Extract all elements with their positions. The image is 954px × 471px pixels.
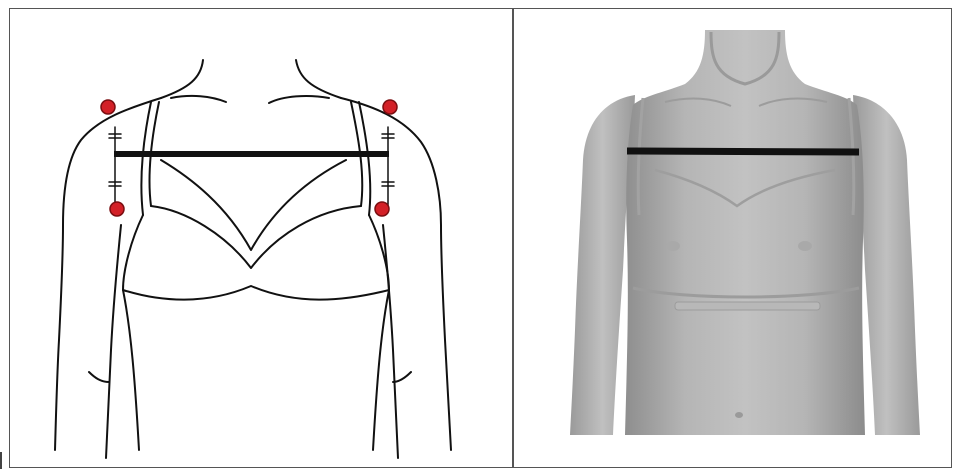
scan-right-nipple [798, 241, 812, 251]
neckline-top [161, 160, 346, 250]
collarbone-right [269, 96, 329, 103]
left-elbow-crease [89, 372, 109, 382]
right-elbow-crease [393, 372, 411, 382]
scan-band-mark [675, 302, 820, 310]
neckline-v [151, 206, 361, 268]
left-dimension-ticks [109, 127, 121, 207]
neck-left-outline [161, 60, 203, 98]
collarbone-left [171, 96, 226, 102]
left-torso-side [123, 290, 139, 450]
scan-navel [735, 412, 743, 418]
left-shoulder-point [101, 100, 115, 114]
right-torso-side [373, 290, 389, 450]
scan-torso [625, 30, 865, 435]
torso-line-drawing [11, 10, 511, 466]
left-cup [123, 215, 143, 290]
edge-mark [0, 452, 2, 469]
neck-right-outline [296, 60, 341, 98]
scan-measurement-line [627, 151, 859, 152]
line-drawing-panel [11, 10, 511, 466]
body-scan-panel [515, 10, 950, 466]
body-scan-render [515, 10, 950, 466]
left-inner-arm [106, 225, 121, 458]
right-armpit-point [375, 202, 389, 216]
right-shoulder-point [383, 100, 397, 114]
underbust-line [123, 286, 389, 300]
scan-left-nipple [666, 241, 680, 251]
panel-divider [512, 8, 514, 468]
left-armpit-point [110, 202, 124, 216]
scan-left-arm [570, 95, 635, 435]
right-dimension-ticks [382, 127, 394, 207]
